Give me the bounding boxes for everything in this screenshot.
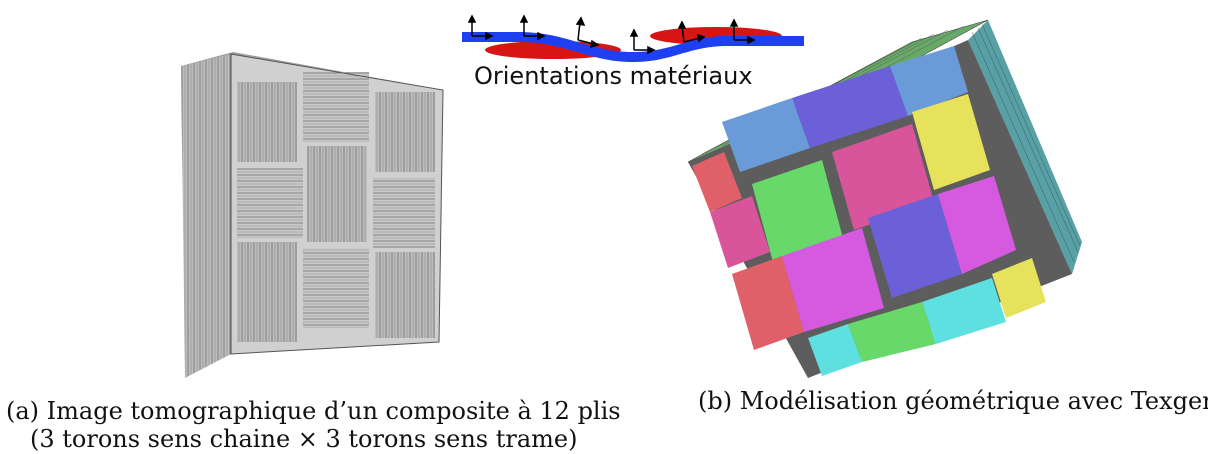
blue-strand: [462, 32, 804, 62]
arrow-icon: [467, 14, 756, 55]
texgen-model: [687, 19, 1082, 378]
texgen-right-face: [968, 20, 1082, 274]
caption-a-line1: (a) Image tomographique d’un composite à…: [6, 397, 621, 425]
caption-a-line2: (3 torons sens chaine × 3 torons sens tr…: [30, 425, 578, 453]
tomography-image: [181, 52, 444, 378]
caption-b: (b) Modélisation géométrique avec Texgen: [698, 387, 1208, 415]
weave-pattern: [237, 72, 435, 342]
texgen-front-face: [688, 40, 1072, 378]
orientation-label: Orientations matériaux: [474, 62, 753, 90]
material-orientation-inset: [462, 14, 804, 62]
tomo-left-face: [181, 54, 231, 378]
